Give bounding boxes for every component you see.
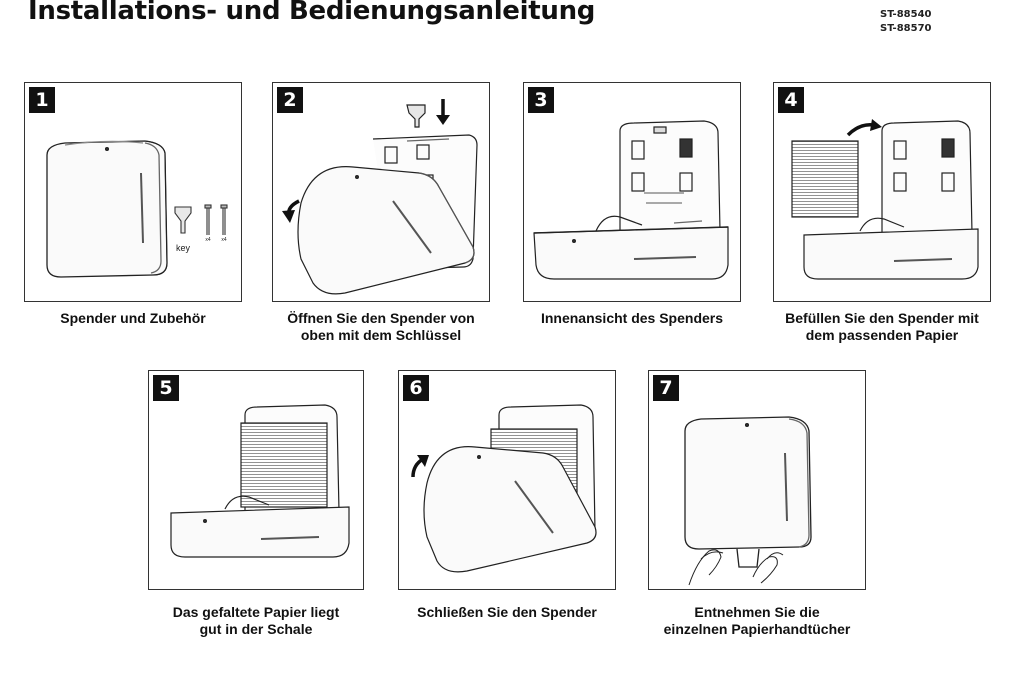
- step-2-number: 2: [277, 87, 303, 113]
- step-7-number: 7: [653, 375, 679, 401]
- step-5-number: 5: [153, 375, 179, 401]
- step-4-number: 4: [778, 87, 804, 113]
- step-4-caption: Befüllen Sie den Spender mit dem passend…: [785, 310, 979, 343]
- step-3-panel: 3: [523, 82, 741, 302]
- step-5-illustration: [170, 404, 350, 558]
- step-4-illustration: [791, 119, 979, 280]
- step-2-caption: Öffnen Sie den Spender von oben mit dem …: [287, 310, 475, 343]
- key-label: key: [176, 243, 191, 253]
- step-2-panel: 2: [272, 82, 490, 302]
- model-number-2: ST-88570: [880, 23, 932, 34]
- document-title: Installations- und Bedienungsanleitung: [28, 0, 596, 26]
- step-6-number: 6: [403, 375, 429, 401]
- step-1-panel: 1 key x4 x4: [24, 82, 242, 302]
- step-7-panel: 7: [648, 370, 866, 590]
- step-7-caption: Entnehmen Sie die einzelnen Papierhandtü…: [663, 604, 851, 637]
- anchor-count-label: x4: [221, 237, 227, 243]
- step-6-illustration: [411, 404, 597, 573]
- step-5-panel: 5: [148, 370, 364, 590]
- step-3-caption: Innenansicht des Spenders: [540, 310, 724, 326]
- step-7-illustration: [684, 416, 812, 586]
- step-5-caption: Das gefaltete Papier liegt gut in der Sc…: [172, 604, 340, 637]
- step-1-number: 1: [29, 87, 55, 113]
- screw-count-label: x4: [205, 237, 211, 243]
- step-1-illustration: key x4 x4: [46, 140, 228, 278]
- model-numbers: ST-88540 ST-88570: [880, 8, 932, 36]
- step-2-illustration: [282, 99, 478, 295]
- step-3-number: 3: [528, 87, 554, 113]
- step-1-caption: Spender und Zubehör: [60, 310, 206, 326]
- step-3-illustration: [533, 120, 729, 280]
- step-4-panel: 4: [773, 82, 991, 302]
- step-6-panel: 6: [398, 370, 616, 590]
- model-number-1: ST-88540: [880, 9, 932, 20]
- step-6-caption: Schließen Sie den Spender: [417, 604, 597, 620]
